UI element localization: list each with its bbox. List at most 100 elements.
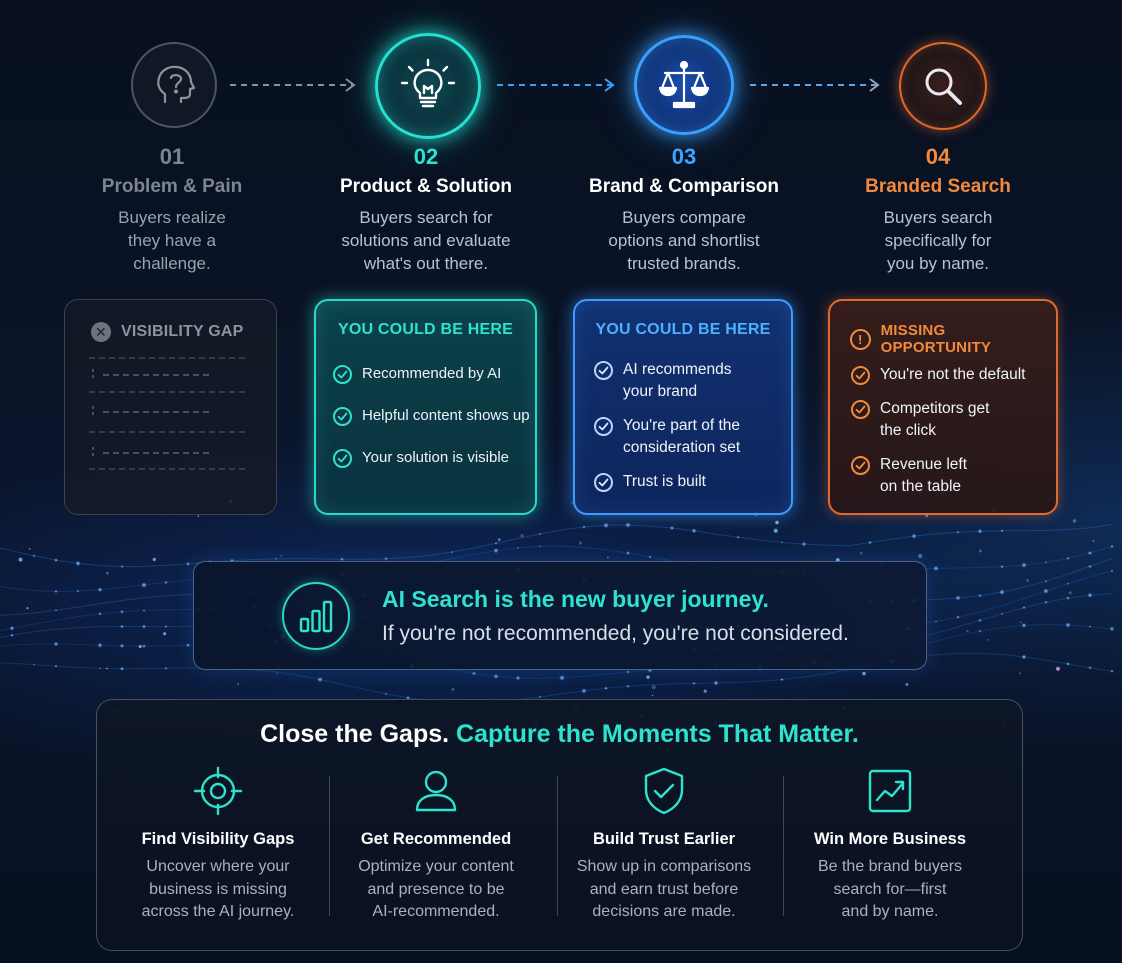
divider — [557, 776, 558, 916]
warning-circle-icon: ! — [850, 328, 871, 350]
particle — [773, 528, 778, 533]
feature-description: Optimize your content and presence to be… — [358, 858, 514, 920]
particle — [703, 689, 707, 693]
particle — [152, 557, 156, 562]
scales-icon — [634, 35, 734, 135]
network-node — [956, 615, 960, 620]
network-node — [1044, 579, 1048, 583]
list-item: Your solution is visible — [333, 447, 530, 469]
check-circle-icon — [333, 365, 352, 384]
item-text: You're not the default — [880, 366, 1026, 383]
network-node — [384, 692, 388, 696]
arrow-2-to-3 — [497, 78, 615, 92]
list-item: Trust is built — [594, 471, 740, 493]
network-node — [317, 676, 323, 683]
arrow-1-to-2 — [230, 78, 356, 92]
network-node — [538, 532, 542, 536]
network-node — [185, 561, 191, 566]
particle — [918, 553, 923, 559]
particle — [276, 672, 278, 675]
feature-win-more-business: Win More Business Be the brand buyers se… — [785, 766, 995, 924]
target-icon — [193, 766, 243, 816]
banner-subtitle: If you're not recommended, you're not co… — [382, 622, 849, 645]
network-node — [164, 666, 168, 670]
visibility-gap-card: ✕ VISIBILITY GAP — [64, 299, 277, 515]
feature-find-visibility-gaps: Find Visibility Gaps Uncover where your … — [113, 766, 323, 924]
particle — [1019, 672, 1021, 674]
particle — [859, 551, 863, 555]
particle — [1072, 519, 1077, 523]
network-node — [1109, 626, 1115, 632]
network-node — [538, 695, 542, 699]
network-node — [120, 609, 124, 614]
particle — [987, 639, 990, 641]
network-node — [142, 609, 146, 612]
panel-title-part1: Close the Gaps. — [260, 720, 450, 748]
network-node — [53, 641, 59, 647]
network-node — [736, 535, 740, 539]
step-title: Product & Solution — [339, 176, 513, 197]
item-text: Your solution is visible — [362, 449, 510, 466]
particle — [775, 520, 779, 525]
network-node — [119, 643, 125, 649]
particle — [138, 644, 142, 649]
item-text: Trust is built — [623, 473, 706, 490]
step-number: 01 — [159, 144, 185, 169]
feature-description: Show up in comparisons and earn trust be… — [576, 858, 752, 920]
network-node — [626, 684, 630, 688]
particle — [651, 694, 654, 697]
network-node — [978, 618, 982, 623]
particle — [280, 554, 283, 557]
network-node — [801, 541, 807, 547]
lightbulb-icon — [375, 33, 481, 139]
check-circle-icon — [333, 407, 352, 426]
card-heading: ✕ VISIBILITY GAP — [91, 322, 244, 342]
bar-chart-icon — [282, 582, 350, 650]
network-node — [164, 625, 168, 629]
particle — [979, 550, 982, 553]
network-node — [604, 686, 608, 691]
network-node — [450, 550, 454, 554]
step-number: 03 — [671, 144, 697, 169]
network-node — [384, 556, 388, 561]
particle — [646, 675, 650, 679]
network-node — [1088, 665, 1092, 670]
card-heading-text: MISSING OPPORTUNITY — [880, 322, 992, 356]
missing-opportunity-card: ! MISSING OPPORTUNITY You're not the def… — [828, 299, 1058, 515]
particle — [578, 541, 583, 545]
network-node — [1021, 562, 1027, 568]
feature-title: Build Trust Earlier — [592, 830, 736, 848]
network-node — [1087, 550, 1093, 556]
list-item: You're part of the consideration set — [594, 415, 740, 459]
card-item-list: You're not the default Competitors get t… — [851, 364, 1025, 510]
network-node — [1088, 564, 1092, 569]
network-node — [581, 688, 587, 694]
network-node — [493, 547, 499, 554]
network-node — [1110, 544, 1114, 549]
ai-search-banner: AI Search is the new buyer journey. If y… — [193, 561, 927, 670]
check-circle-icon — [594, 473, 613, 492]
step-product-solution: 02 Product & Solution Buyers search for … — [306, 144, 546, 275]
list-item: Helpful content shows up — [333, 405, 530, 427]
list-item: Revenue left on the table — [851, 454, 1025, 498]
network-node — [120, 624, 124, 629]
particle — [18, 557, 23, 562]
network-node — [75, 560, 81, 567]
network-node — [1110, 569, 1114, 573]
network-node — [625, 550, 631, 556]
particle — [1019, 621, 1022, 624]
network-node — [539, 545, 541, 548]
step-title: Brand & Comparison — [588, 176, 780, 197]
item-text: Helpful content shows up — [362, 407, 530, 424]
network-node — [97, 587, 103, 593]
question-head-icon — [131, 42, 217, 128]
particle — [862, 671, 866, 676]
card-heading: YOU COULD BE HERE — [595, 321, 771, 338]
network-node — [494, 541, 498, 545]
network-node — [1087, 592, 1093, 598]
step-description: Buyers realize they have a challenge. — [118, 208, 226, 273]
list-item: Competitors get the click — [851, 398, 1025, 442]
network-node — [1066, 582, 1070, 585]
network-node — [76, 589, 80, 593]
particle — [925, 514, 928, 518]
